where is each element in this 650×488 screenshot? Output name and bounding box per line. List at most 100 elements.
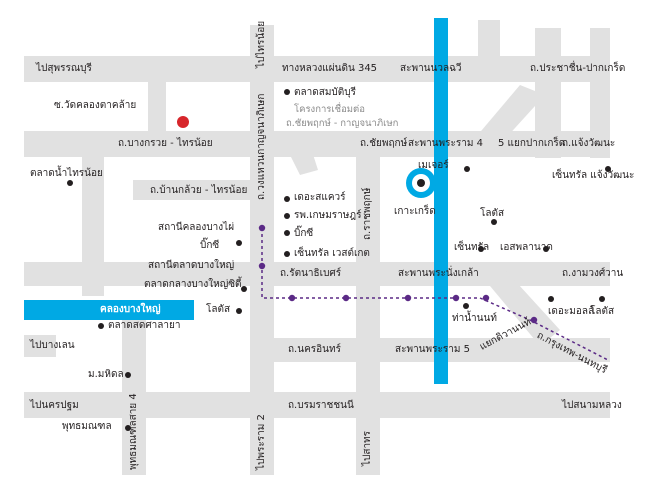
chao-phraya-river bbox=[434, 18, 448, 384]
label-to-rama2: ไปพระราม 2 bbox=[256, 414, 267, 470]
label-lotus-3: โลตัส bbox=[590, 306, 615, 317]
label-bang-kruai: ถ.บางกรวย - ไทรน้อย bbox=[118, 138, 213, 149]
poi-dot bbox=[284, 251, 290, 257]
road-soi-wat bbox=[148, 82, 166, 132]
label-mega-1: เมเจอร์ bbox=[418, 160, 449, 171]
poi-dot bbox=[605, 166, 611, 172]
label-rama5-bridge: สะพานพระราม 5 bbox=[395, 344, 470, 355]
purple-line bbox=[261, 228, 609, 361]
label-talad-sala: ตลาดสดศาลายา bbox=[108, 320, 181, 331]
poi-dot bbox=[125, 425, 131, 431]
label-borommaratchachonnani: ถ.บรมราชชนนี bbox=[288, 400, 354, 411]
poi-dot bbox=[548, 296, 554, 302]
label-nakhon-in: ถ.นครอินทร์ bbox=[288, 344, 341, 355]
poi-dot bbox=[284, 196, 290, 202]
label-central-westgate: เซ็นทรัล เวสต์เกต bbox=[294, 248, 370, 259]
label-station-khlong-bang-phai: สถานีคลองบางไผ่ bbox=[158, 222, 235, 233]
label-big-c-1: บิ๊กซี bbox=[294, 228, 314, 239]
poi-dot bbox=[491, 219, 497, 225]
label-esplanade: เอสพลานาด bbox=[500, 242, 553, 253]
label-chaengwattana: ถ.แจ้งวัฒนะ bbox=[562, 138, 616, 149]
poi-dot bbox=[67, 180, 73, 186]
label-connector-1: โครงการเชื่อมต่อ bbox=[294, 104, 365, 115]
label-sainoi-market: ตลาดน้ำไทรน้อย bbox=[30, 168, 103, 179]
poi-dot bbox=[464, 166, 470, 172]
label-pracha-chuen: ถ.ประชาชื่น-ปากเกร็ด bbox=[530, 63, 626, 74]
label-ko-kret: เกาะเกร็ด bbox=[394, 206, 436, 217]
label-the-square: เดอะสแควร์ bbox=[294, 192, 346, 203]
road-ratchaphruek bbox=[356, 150, 380, 475]
station-dot bbox=[452, 294, 460, 302]
label-ngamwongwan: ถ.งามวงศ์วาน bbox=[562, 268, 624, 279]
label-to-sanam-luang: ไปสนามหลวง bbox=[562, 400, 622, 411]
station-dot bbox=[342, 294, 350, 302]
label-phutthamonthon4: พุทธมณฑลสาย 4 bbox=[128, 393, 139, 470]
station-dot bbox=[258, 262, 266, 270]
purple-line-stations bbox=[258, 224, 538, 324]
poi-dot bbox=[478, 246, 484, 252]
label-central-rattana: เซ็นทรัล bbox=[454, 242, 490, 253]
label-rama4-bridge: สะพานพระราม 4 bbox=[408, 138, 483, 149]
label-chaiyaphruek: ถ.ชัยพฤกษ์ bbox=[360, 138, 408, 149]
poi-dot bbox=[284, 213, 290, 219]
poi-dot bbox=[236, 308, 242, 314]
label-ban-kluai: ถ.บ้านกล้วย - ไทรน้อย bbox=[150, 185, 248, 196]
poi-dot bbox=[284, 89, 290, 95]
station-dot bbox=[482, 294, 490, 302]
label-phutthamonthon: พุทธมณฑล bbox=[62, 421, 112, 432]
label-to-nakhon-pathom: ไปนครปฐม bbox=[30, 400, 79, 411]
label-hwy345: ทางหลวงแผ่นดิน 345 bbox=[282, 63, 378, 74]
label-station-talad-bang-yai: สถานีตลาดบางใหญ่ bbox=[148, 260, 235, 271]
station-dot bbox=[258, 224, 266, 232]
label-lotus-1: โลตัส bbox=[480, 208, 505, 219]
poi-dot bbox=[543, 246, 549, 252]
label-to-sainoi: ไปไทรน้อย bbox=[256, 20, 267, 68]
khlong-bang-yai-bar bbox=[24, 300, 194, 320]
poi-dot bbox=[241, 286, 247, 292]
poi-dot bbox=[236, 240, 242, 246]
label-sombat-buri: ตลาดสมบัติบุรี bbox=[294, 87, 356, 98]
station-dot bbox=[404, 294, 412, 302]
road-phutthamonthon4 bbox=[122, 300, 146, 475]
poi-dot bbox=[284, 230, 290, 236]
label-phra-nang-klao: สะพานพระนั่งเกล้า bbox=[398, 268, 479, 279]
station-dot bbox=[530, 316, 538, 324]
label-kanchanaphisek: ถ.วงแหวนกาญจนาภิเษก bbox=[256, 93, 267, 200]
road-to-bang-len bbox=[24, 335, 56, 357]
station-dot bbox=[288, 294, 296, 302]
poi-dot bbox=[125, 372, 131, 378]
road-sainoi bbox=[82, 131, 104, 296]
road-ngamwongwan-east bbox=[590, 28, 610, 158]
poi-dot bbox=[599, 296, 605, 302]
road-chaiyaphruek-curve bbox=[285, 145, 318, 175]
label-the-mall: เดอะมอลล์ bbox=[548, 306, 595, 317]
road-ban-kluai bbox=[133, 180, 263, 200]
label-soi-wat: ซ.วัดคลองตาคล้าย bbox=[54, 100, 137, 111]
label-to-bang-len: ไปบางเลน bbox=[30, 340, 75, 351]
label-ratchaphruek: ถ.ราชพฤกษ์ bbox=[362, 187, 373, 240]
label-central-chaeng: เซ็นทรัล แจ้งวัฒนะ bbox=[552, 170, 635, 181]
ko-kret-dot bbox=[417, 179, 425, 187]
label-kasemrad: รพ.เกษมราษฎร์ bbox=[294, 210, 362, 221]
road-tiwanon-diagonal bbox=[470, 262, 560, 346]
poi-dot bbox=[463, 303, 469, 309]
poi-dot bbox=[98, 323, 104, 329]
road-hwy345 bbox=[24, 56, 610, 82]
road-bang-kruai bbox=[24, 131, 610, 157]
label-khlong-bang-yai: คลองบางใหญ่ bbox=[100, 304, 161, 315]
label-tha-nam-non: ท่าน้ำนนท์ bbox=[452, 313, 497, 324]
label-big-c-2: บิ๊กซี bbox=[200, 240, 220, 251]
road-right-upper bbox=[478, 20, 500, 70]
road-borommaratchachonnani bbox=[24, 392, 610, 418]
label-talad-bang-yai-city: ตลาดกลางบางใหญ่ซิตี้ bbox=[144, 279, 242, 290]
road-kanchanaphisek bbox=[250, 25, 274, 475]
label-to-suphan: ไปสุพรรณบุรี bbox=[36, 63, 92, 74]
project-location-marker bbox=[177, 116, 189, 128]
label-pak-kret-junction: 5 แยกปากเกร็ด bbox=[498, 138, 566, 149]
label-to-sathorn: ไปสาทร bbox=[362, 430, 373, 466]
label-makro: ม.มหิดล bbox=[88, 369, 124, 380]
label-rattanathibet: ถ.รัตนาธิเบศร์ bbox=[280, 268, 342, 279]
road-chaeng-diagonal bbox=[465, 85, 545, 150]
label-lotus-2: โลตัส bbox=[206, 304, 231, 315]
